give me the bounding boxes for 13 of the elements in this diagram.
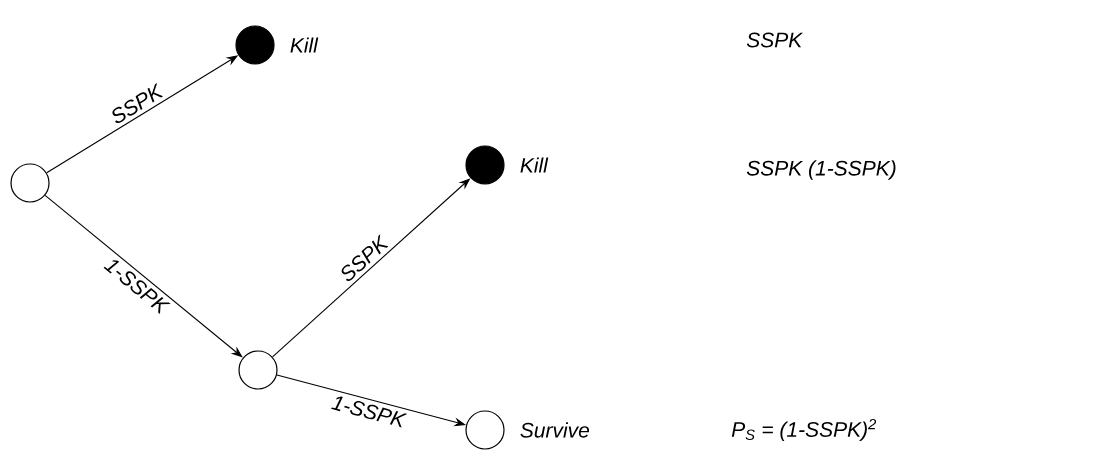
- node-label: Kill: [520, 157, 549, 173]
- node-label: Kill: [290, 37, 319, 53]
- circle: [238, 350, 278, 390]
- circle: [10, 163, 50, 203]
- arrow: [44, 194, 243, 358]
- formula-label: SSPK (1-SSPK): [746, 160, 896, 180]
- edge-label: 1-SSPK: [329, 393, 408, 430]
- formula-label: P$_{S}$ = (1-SSPK)$^{2}$: [731, 418, 877, 442]
- filled-circle: [465, 145, 505, 185]
- formula-label: SSPK: [746, 32, 803, 48]
- filled-circle: [235, 25, 275, 65]
- node-label: Survive: [520, 422, 590, 438]
- circle: [465, 410, 505, 450]
